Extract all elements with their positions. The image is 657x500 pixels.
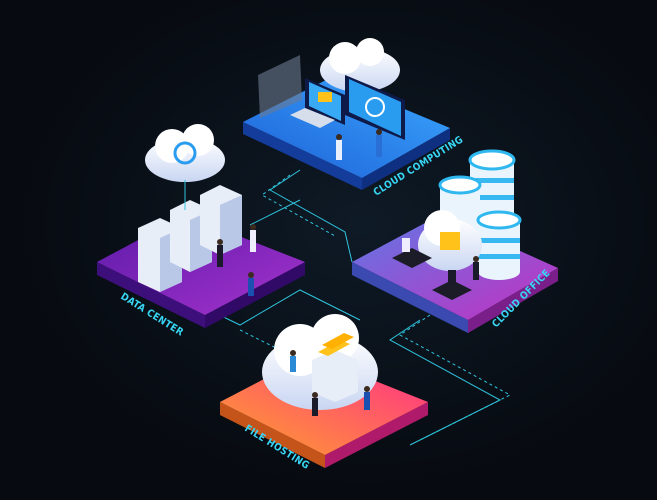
database-icon xyxy=(438,149,522,280)
person-icon xyxy=(336,134,342,160)
person-icon xyxy=(376,129,382,157)
laptop-icon xyxy=(290,108,335,128)
server-rack-icon xyxy=(138,185,242,292)
file-cabinet-icon xyxy=(312,333,358,402)
monitor-icon xyxy=(305,75,405,140)
cloud-computing-platform: CLOUD COMPUTING xyxy=(243,38,465,199)
cloud-icon xyxy=(320,38,400,92)
person-icon xyxy=(364,386,370,410)
person-icon xyxy=(473,256,479,280)
desk-icon xyxy=(392,238,472,300)
cloud-office-platform: CLOUD OFFICE xyxy=(352,149,558,333)
person-icon xyxy=(250,224,256,252)
cloud-sync-icon xyxy=(145,124,225,182)
file-hosting-platform: FILE HOSTING xyxy=(220,314,428,472)
person-icon xyxy=(290,350,296,372)
person-icon xyxy=(248,272,254,296)
cloud-folder-icon xyxy=(418,210,482,271)
connector-wires xyxy=(204,169,512,446)
data-center-platform: DATA CENTER xyxy=(97,124,305,339)
server-panel-icon xyxy=(258,55,302,118)
person-icon xyxy=(312,392,318,416)
person-icon xyxy=(217,239,223,267)
